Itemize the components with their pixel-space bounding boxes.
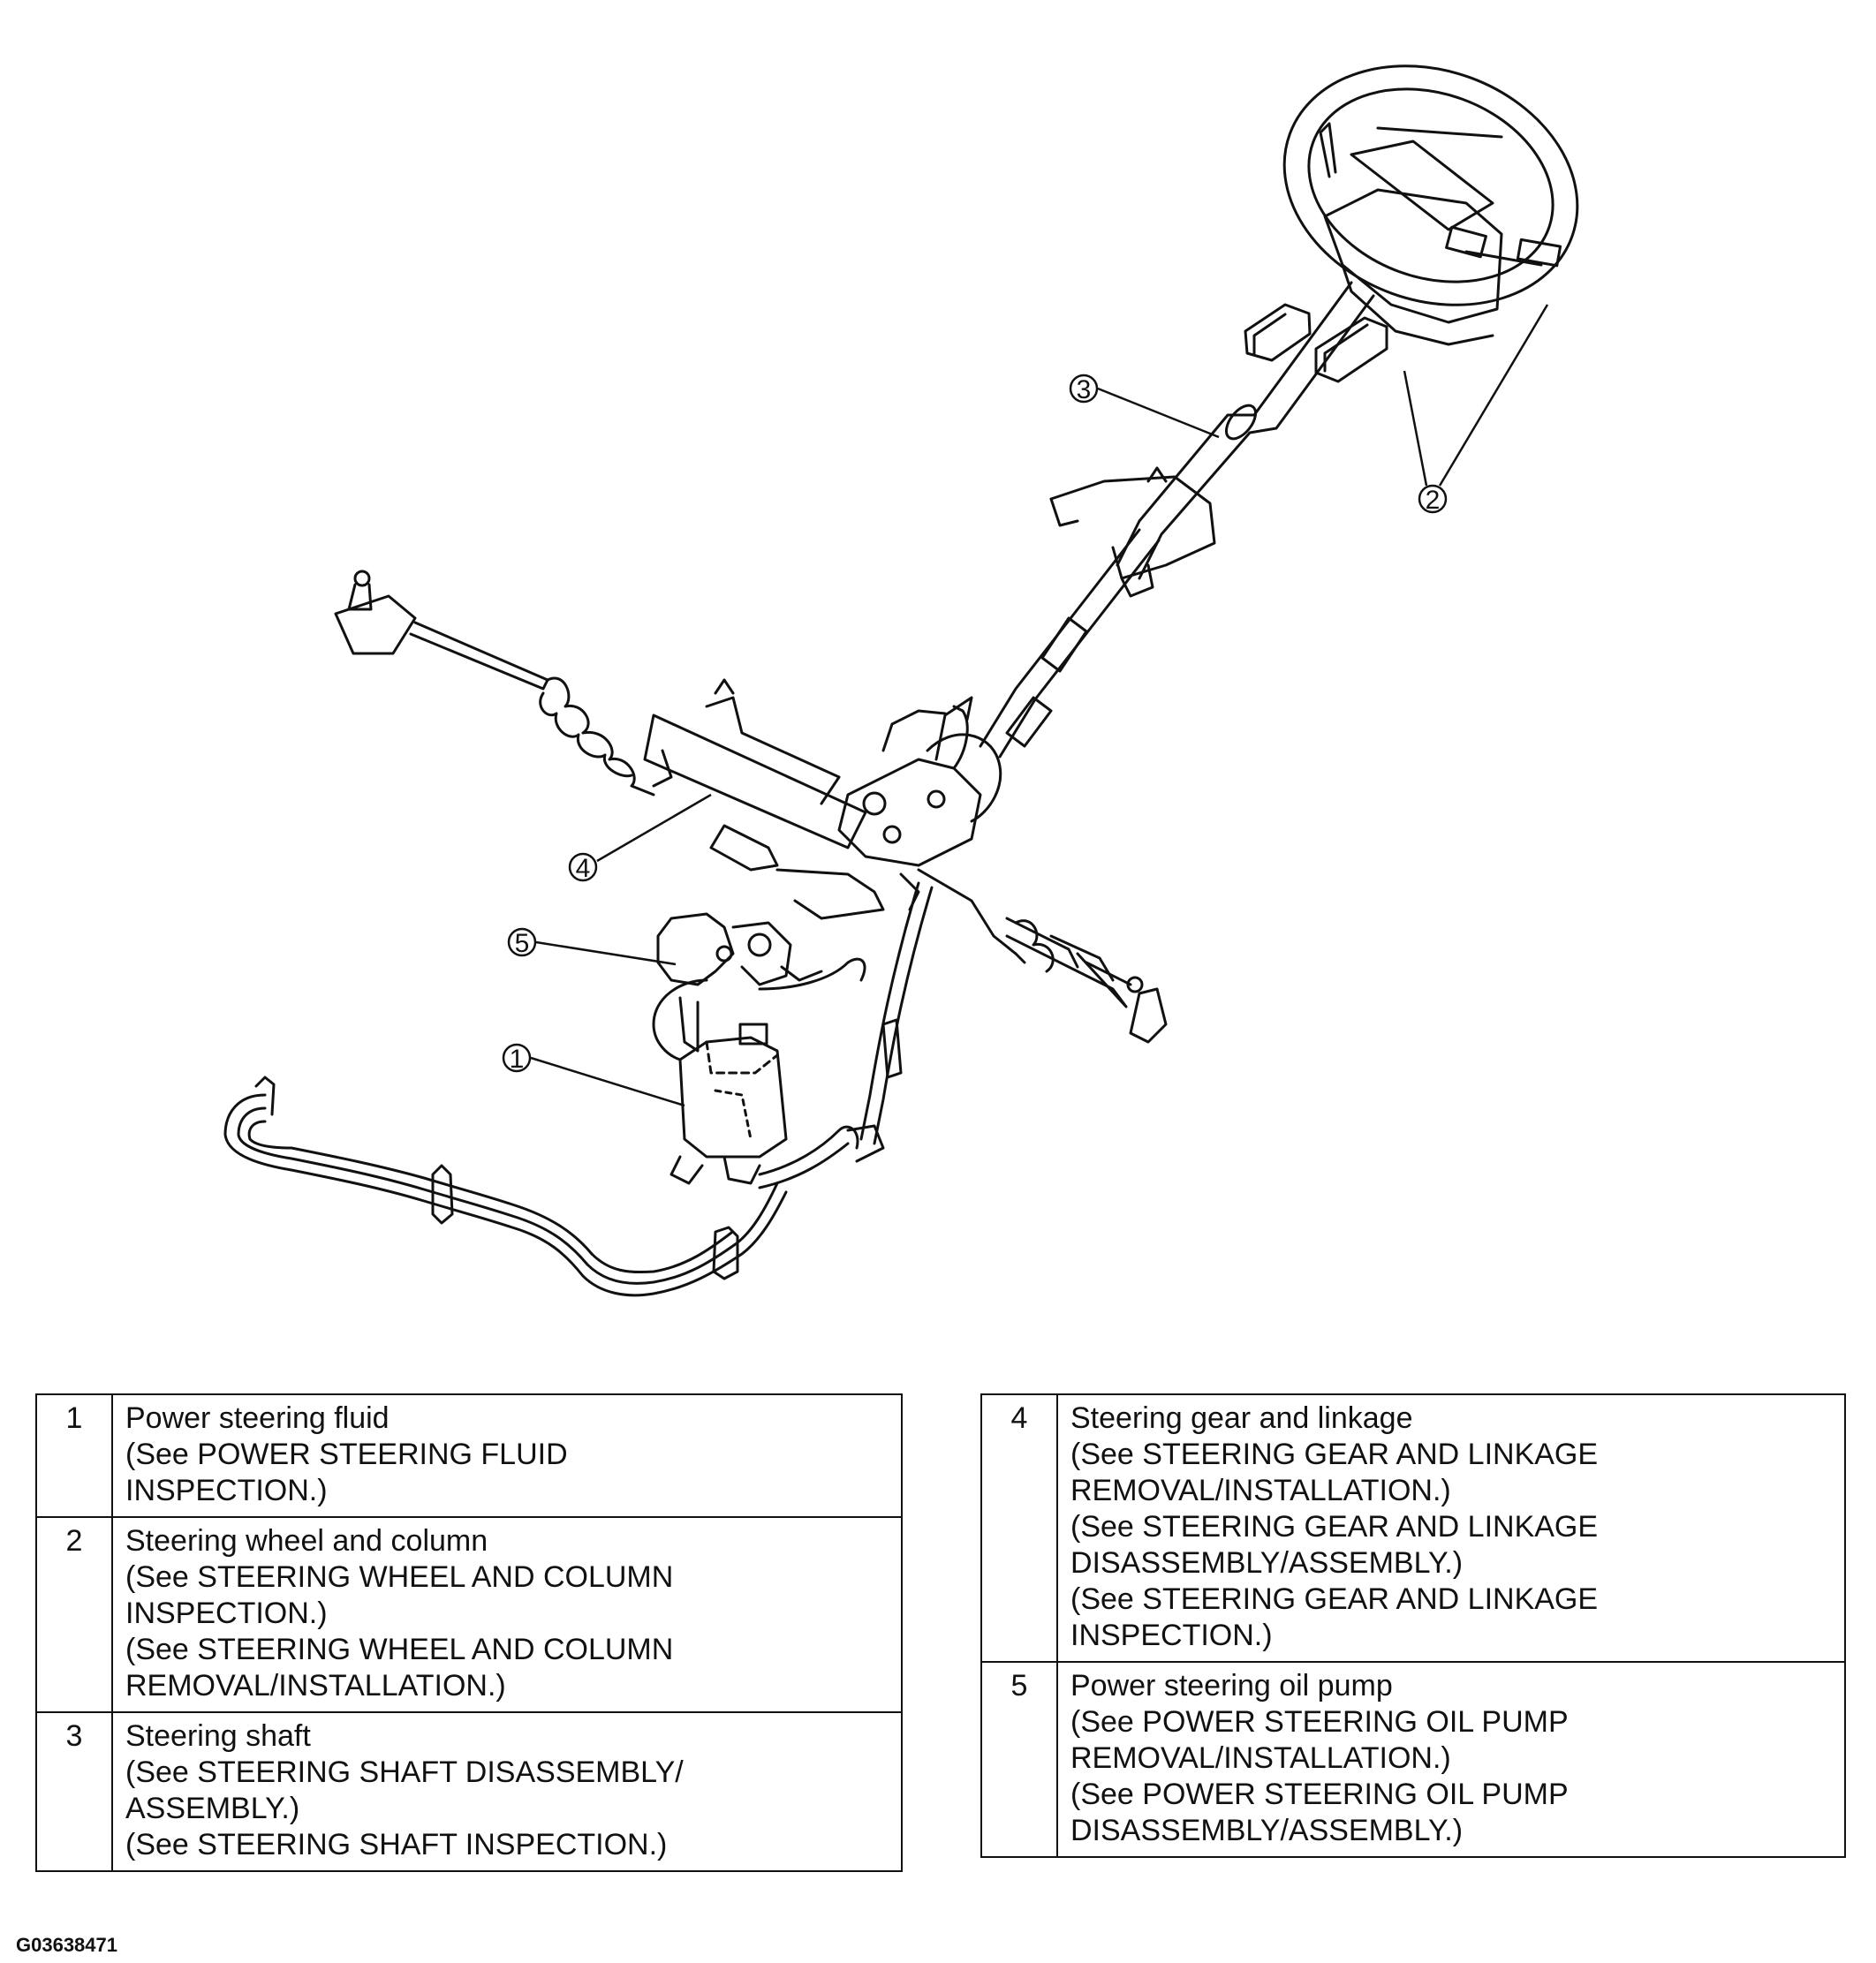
svg-text:3: 3: [1077, 375, 1092, 404]
reference-text: (See STEERING WHEEL AND COLUMN: [125, 1560, 674, 1594]
svg-text:5: 5: [515, 929, 530, 958]
part-description: Power steering fluid (See POWER STEERING…: [111, 1393, 903, 1518]
reference-text: ASSEMBLY.): [125, 1792, 300, 1825]
parts-table-left: 1 Power steering fluid (See POWER STEERI…: [35, 1393, 903, 1872]
reference-text: (See STEERING SHAFT DISASSEMBLY/: [125, 1755, 684, 1789]
part-number: 3: [35, 1711, 113, 1872]
part-description: Steering gear and linkage (See STEERING …: [1056, 1393, 1846, 1663]
table-row: 5 Power steering oil pump (See POWER STE…: [980, 1661, 1846, 1858]
steering-hoses: [859, 705, 969, 1145]
reference-text: (See STEERING SHAFT INSPECTION.): [125, 1828, 668, 1861]
reference-text: INSPECTION.): [125, 1474, 328, 1507]
reference-text: INSPECTION.): [1070, 1619, 1273, 1652]
steering-column-shaft: [979, 281, 1375, 759]
part-number: 4: [980, 1393, 1058, 1663]
steering-system-diagram: 3 2 4 5 1: [223, 64, 1579, 1297]
parts-table-right: 4 Steering gear and linkage (See STEERIN…: [980, 1393, 1846, 1858]
table-row: 1 Power steering fluid (See POWER STEERI…: [35, 1393, 903, 1518]
table-row: 4 Steering gear and linkage (See STEERIN…: [980, 1393, 1846, 1663]
part-description: Steering wheel and column (See STEERING …: [111, 1516, 903, 1713]
reference-text: DISASSEMBLY/ASSEMBLY.): [1070, 1814, 1464, 1847]
reference-text: (See STEERING GEAR AND LINKAGE: [1070, 1582, 1599, 1616]
part-name: Steering wheel and column: [125, 1524, 488, 1558]
part-description: Power steering oil pump (See POWER STEER…: [1056, 1661, 1846, 1858]
callout-1: 1: [502, 1043, 685, 1107]
column-connectors: [1244, 303, 1388, 383]
return-pipes: [223, 1076, 885, 1297]
column-bracket: [1049, 466, 1216, 598]
table-row: 2 Steering wheel and column (See STEERIN…: [35, 1516, 903, 1713]
callout-3: 3: [1069, 374, 1220, 439]
steering-gear-rack: [334, 570, 1168, 1044]
reference-text: INSPECTION.): [125, 1597, 328, 1630]
svg-text:4: 4: [576, 854, 591, 883]
callout-5: 5: [507, 927, 677, 966]
reference-text: DISASSEMBLY/ASSEMBLY.): [1070, 1546, 1464, 1580]
reference-text: (See STEERING GEAR AND LINKAGE: [1070, 1510, 1599, 1544]
callout-2: 2: [1403, 304, 1549, 515]
svg-text:1: 1: [510, 1045, 525, 1074]
oil-pump: [652, 912, 866, 1061]
part-name: Steering gear and linkage: [1070, 1401, 1413, 1435]
part-number: 1: [35, 1393, 113, 1518]
reference-text: (See POWER STEERING FLUID: [125, 1438, 568, 1471]
part-name: Power steering oil pump: [1070, 1669, 1393, 1703]
part-name: Steering shaft: [125, 1719, 311, 1753]
reference-text: (See POWER STEERING OIL PUMP: [1070, 1705, 1569, 1739]
steering-wheel: [1282, 64, 1579, 306]
reference-text: REMOVAL/INSTALLATION.): [1070, 1741, 1451, 1775]
part-name: Power steering fluid: [125, 1401, 390, 1435]
reference-text: (See STEERING GEAR AND LINKAGE: [1070, 1438, 1599, 1471]
table-row: 3 Steering shaft (See STEERING SHAFT DIS…: [35, 1711, 903, 1872]
svg-text:2: 2: [1426, 486, 1441, 515]
callout-4: 4: [568, 793, 712, 883]
column-shroud: [1319, 122, 1562, 346]
reference-text: REMOVAL/INSTALLATION.): [1070, 1474, 1451, 1507]
part-description: Steering shaft (See STEERING SHAFT DISAS…: [111, 1711, 903, 1872]
figure-code: G03638471: [16, 1934, 117, 1956]
reference-text: (See POWER STEERING OIL PUMP: [1070, 1778, 1569, 1811]
reference-text: (See STEERING WHEEL AND COLUMN: [125, 1633, 674, 1666]
fluid-reservoir: [669, 1023, 788, 1185]
reference-text: REMOVAL/INSTALLATION.): [125, 1669, 506, 1703]
part-number: 5: [980, 1661, 1058, 1858]
part-number: 2: [35, 1516, 113, 1713]
